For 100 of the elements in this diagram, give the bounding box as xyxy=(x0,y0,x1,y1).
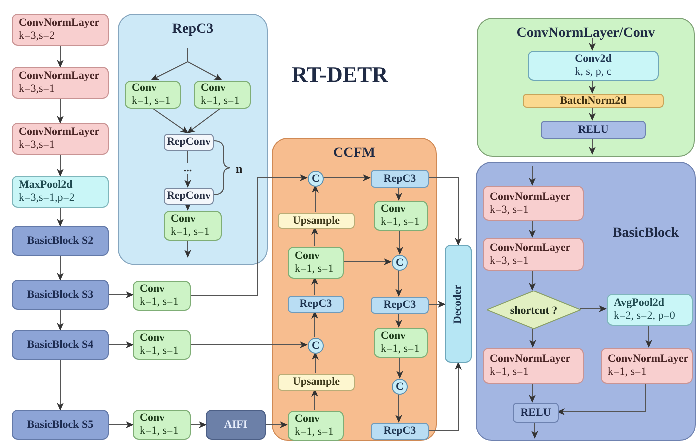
arrow xyxy=(188,48,222,80)
layer-box xyxy=(278,213,355,229)
arrow xyxy=(428,178,462,246)
conv-box xyxy=(288,411,344,441)
node-title: BatchNorm2d xyxy=(560,94,627,108)
node-title: C xyxy=(312,340,320,352)
arrow xyxy=(108,342,134,348)
arrow xyxy=(396,270,402,297)
arrow xyxy=(589,106,596,121)
arrow xyxy=(529,270,536,291)
node-params: k=2, s=2, p=0 xyxy=(614,310,676,323)
node-params: k=1, s=1 xyxy=(381,216,420,229)
arrow xyxy=(557,382,646,416)
arrow xyxy=(342,258,392,266)
layer-box xyxy=(278,374,355,391)
pooling-box xyxy=(607,294,693,326)
node-title: Conv xyxy=(140,332,166,345)
arrow xyxy=(532,422,538,439)
node-title: ConvNormLayer xyxy=(490,353,571,366)
arrow xyxy=(396,312,402,328)
node-title: C xyxy=(396,380,404,394)
arrow xyxy=(184,240,192,258)
node-title: Upsample xyxy=(292,376,340,389)
node-title: C xyxy=(396,256,404,270)
arrow xyxy=(589,80,596,94)
arrow xyxy=(312,227,318,246)
panel-title: CCFM xyxy=(332,145,376,163)
conv-box xyxy=(194,81,251,109)
arrow xyxy=(322,174,371,182)
arrow xyxy=(529,166,536,186)
node-title: Conv xyxy=(132,82,158,95)
pooling-box xyxy=(12,176,109,208)
layer-box xyxy=(523,94,664,108)
node-title: Conv xyxy=(381,203,406,216)
layer-box xyxy=(483,238,584,271)
arrow xyxy=(428,301,446,308)
module-panel xyxy=(476,162,696,441)
arrow xyxy=(108,422,134,428)
node-title: Upsample xyxy=(292,214,340,228)
node-title: RELU xyxy=(578,124,609,136)
conv-box xyxy=(374,328,428,358)
arrow xyxy=(589,138,596,155)
block-box xyxy=(371,170,429,188)
node-params: k=3,s=1 xyxy=(19,139,55,152)
node-title: RELU xyxy=(520,406,552,420)
node-params: k=1, s=1 xyxy=(201,95,240,108)
node-params: k=1, s=1 xyxy=(490,366,529,379)
arrow xyxy=(57,360,64,411)
node-title: C xyxy=(312,172,320,186)
node-title: BasicBlock S3 xyxy=(27,288,94,302)
node-title: Conv xyxy=(295,250,320,263)
node-title: ConvNormLayer xyxy=(19,17,100,30)
layer-box xyxy=(483,348,584,384)
diagram-title: RT-DETR xyxy=(290,61,390,89)
node-title: ConvNormLayer xyxy=(490,242,571,254)
node-title: ConvNormLayer xyxy=(608,353,689,366)
panel-title: BasicBlock xyxy=(612,225,679,243)
conv-box xyxy=(288,247,344,279)
conv-box xyxy=(374,201,428,231)
node-title: Conv xyxy=(295,413,320,426)
node-title: Conv xyxy=(171,213,196,226)
module-panel xyxy=(477,18,695,157)
node-title: RepC3 xyxy=(384,172,416,186)
node-title: Conv2d xyxy=(575,53,612,66)
arrow xyxy=(57,208,64,227)
node-title: shortcut ? xyxy=(510,305,558,317)
block-box xyxy=(371,423,429,440)
panel-title: ConvNormLayer/Conv xyxy=(516,25,656,43)
arrow xyxy=(529,220,536,238)
node-params: k=3,s=2 xyxy=(19,30,55,43)
node-title: AvgPool2d xyxy=(614,297,665,310)
node-title: Conv xyxy=(201,82,226,95)
arrow xyxy=(57,256,64,281)
node-params: k=1, s=1 xyxy=(295,426,334,439)
arrow xyxy=(580,306,607,312)
node-title: MaxPool2d xyxy=(19,179,73,192)
node-title: ConvNormLayer xyxy=(490,190,571,204)
node-params: k=1, s=1 xyxy=(132,95,171,108)
arrow xyxy=(266,422,288,428)
module-box xyxy=(445,245,472,363)
arrow xyxy=(190,174,308,296)
node-title: BasicBlock S2 xyxy=(27,234,94,248)
arrow xyxy=(312,389,318,410)
node-params: k=3,s=1,p=2 xyxy=(19,192,75,205)
arrow xyxy=(396,186,402,201)
node-title: RepC3 xyxy=(384,425,416,438)
block-box xyxy=(12,226,109,256)
node-title: ConvNormLayer xyxy=(19,126,100,139)
node-title: ConvNormLayer xyxy=(19,70,100,83)
layer-box xyxy=(541,121,646,139)
layer-box xyxy=(513,403,559,423)
node-title: Conv xyxy=(381,330,406,343)
block-box xyxy=(371,297,429,314)
layer-box xyxy=(164,134,214,151)
conv-box xyxy=(133,281,191,311)
conv-box xyxy=(125,81,181,109)
layer-box xyxy=(12,14,109,46)
arrow xyxy=(190,342,308,348)
arrow xyxy=(396,394,402,423)
node-params: k=3,s=1 xyxy=(19,83,55,96)
